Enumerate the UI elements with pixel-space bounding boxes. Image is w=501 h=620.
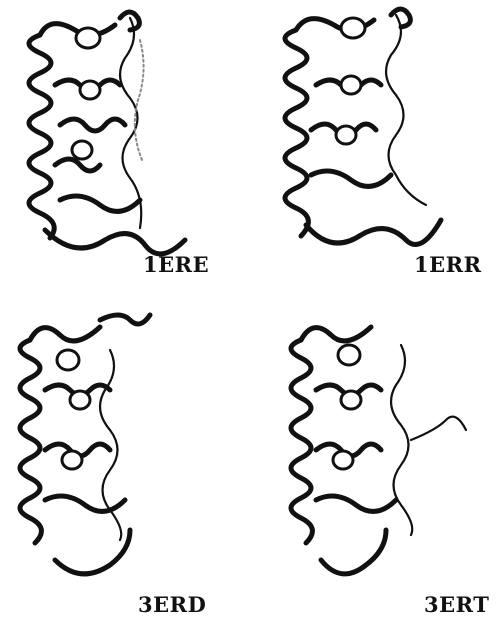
panel-3erd: 3ERD	[0, 310, 250, 620]
label-1ere: 1ERE	[143, 252, 209, 277]
protein-ribbon-1ere	[0, 0, 250, 310]
label-3erd: 3ERD	[138, 592, 206, 617]
panel-3ert: 3ERT	[251, 310, 501, 620]
protein-ribbon-3ert	[251, 310, 501, 620]
label-3ert: 3ERT	[424, 592, 489, 617]
label-1err: 1ERR	[414, 252, 482, 277]
panel-1err: 1ERR	[251, 0, 501, 310]
protein-ribbon-3erd	[0, 310, 250, 620]
panel-1ere: 1ERE	[0, 0, 250, 310]
